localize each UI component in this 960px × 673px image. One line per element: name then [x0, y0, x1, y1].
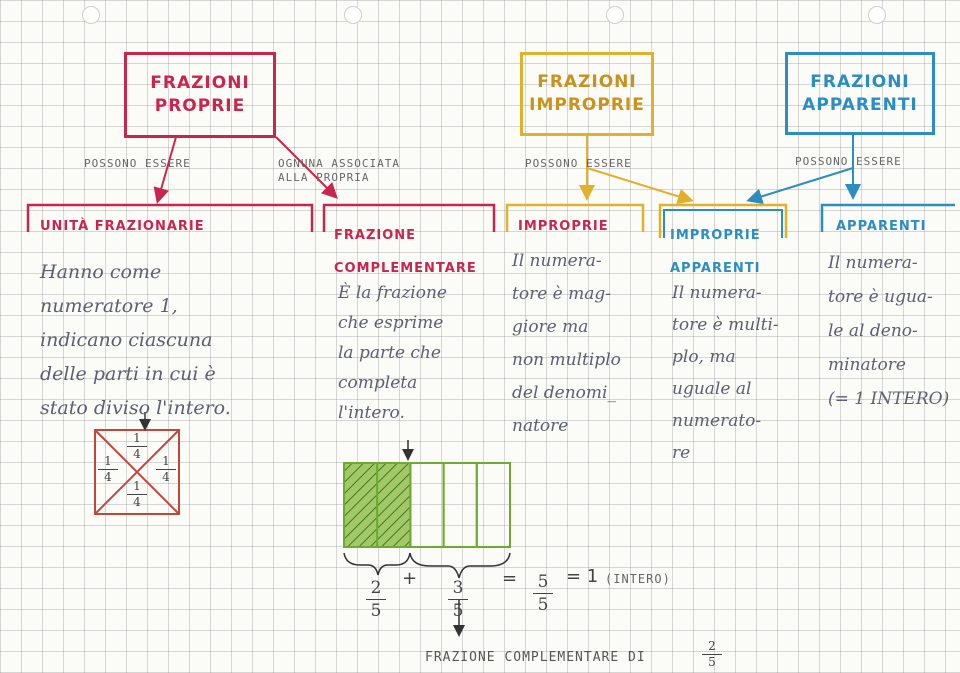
- equals-sign: =: [502, 568, 518, 589]
- label-possono-essere-apparenti: POSSONO ESSERE: [795, 155, 902, 168]
- heading-apparenti: APPARENTI: [836, 219, 927, 234]
- bracket-unita: [26, 203, 314, 232]
- strip-cell: [409, 462, 445, 548]
- strip-cell: [475, 462, 511, 548]
- strip-cell-shaded: [343, 462, 379, 548]
- text-improprie: Il numera- tore è mag- giore ma non mult…: [512, 251, 621, 436]
- arrow-proprie-complementare: [275, 136, 338, 199]
- box-frazioni-proprie: FRAZIONI PROPRIE: [124, 52, 276, 138]
- punch-hole: [868, 6, 886, 24]
- equals-one: = 1: [566, 566, 599, 587]
- heading-frazione-complementare: FRAZIONE COMPLEMENTARE: [334, 228, 477, 276]
- bracket-complementare: [322, 203, 496, 232]
- brace-two-fifths: [343, 552, 411, 576]
- box-frazioni-apparenti: FRAZIONI APPARENTI: [785, 52, 935, 135]
- arrow-improprie-apparenti: [586, 167, 694, 205]
- heading-improprie: IMPROPRIE: [518, 219, 609, 234]
- quarters-square: [94, 429, 180, 515]
- arrow-proprie-unita: [153, 136, 177, 204]
- footer-frazione-complementare: FRAZIONE COMPLEMENTARE DI: [425, 650, 646, 665]
- text-improprie-apparenti: Il numera- tore è multi- plo, ma uguale …: [672, 283, 779, 463]
- punch-hole: [606, 6, 624, 24]
- brace-three-fifths: [409, 552, 511, 579]
- box-frazioni-improprie: FRAZIONI IMPROPRIE: [520, 52, 654, 136]
- label-possono-essere-proprie: POSSONO ESSERE: [84, 157, 191, 170]
- fraction-strip: [343, 462, 511, 548]
- bracket-improprie: [505, 203, 645, 232]
- intero-note: (INTERO): [605, 572, 671, 586]
- plus-sign: +: [402, 568, 418, 589]
- heading-improprie-apparenti: IMPROPRIE APPARENTI: [670, 228, 761, 276]
- bracket-improprie-apparenti: [658, 203, 788, 238]
- heading-unita-frazionarie: UNITÀ FRAZIONARIE: [40, 219, 205, 234]
- strip-cell: [442, 462, 478, 548]
- label-ognuna-associata: OGNUNA ASSOCIATA ALLA PROPRIA: [278, 157, 400, 184]
- text-unita-frazionarie: Hanno come numeratore 1, indicano ciascu…: [40, 261, 231, 419]
- text-apparenti: Il numera- tore è ugua- le al deno- mina…: [828, 253, 950, 409]
- bracket-apparenti: [820, 203, 955, 232]
- punch-hole: [344, 6, 362, 24]
- strip-cell-shaded: [376, 462, 412, 548]
- punch-hole: [82, 6, 100, 24]
- arrow-apparenti-improprie-apparenti: [746, 167, 854, 205]
- label-possono-essere-improprie: POSSONO ESSERE: [525, 157, 632, 170]
- text-frazione-complementare: È la frazione che esprime la parte che c…: [338, 283, 447, 423]
